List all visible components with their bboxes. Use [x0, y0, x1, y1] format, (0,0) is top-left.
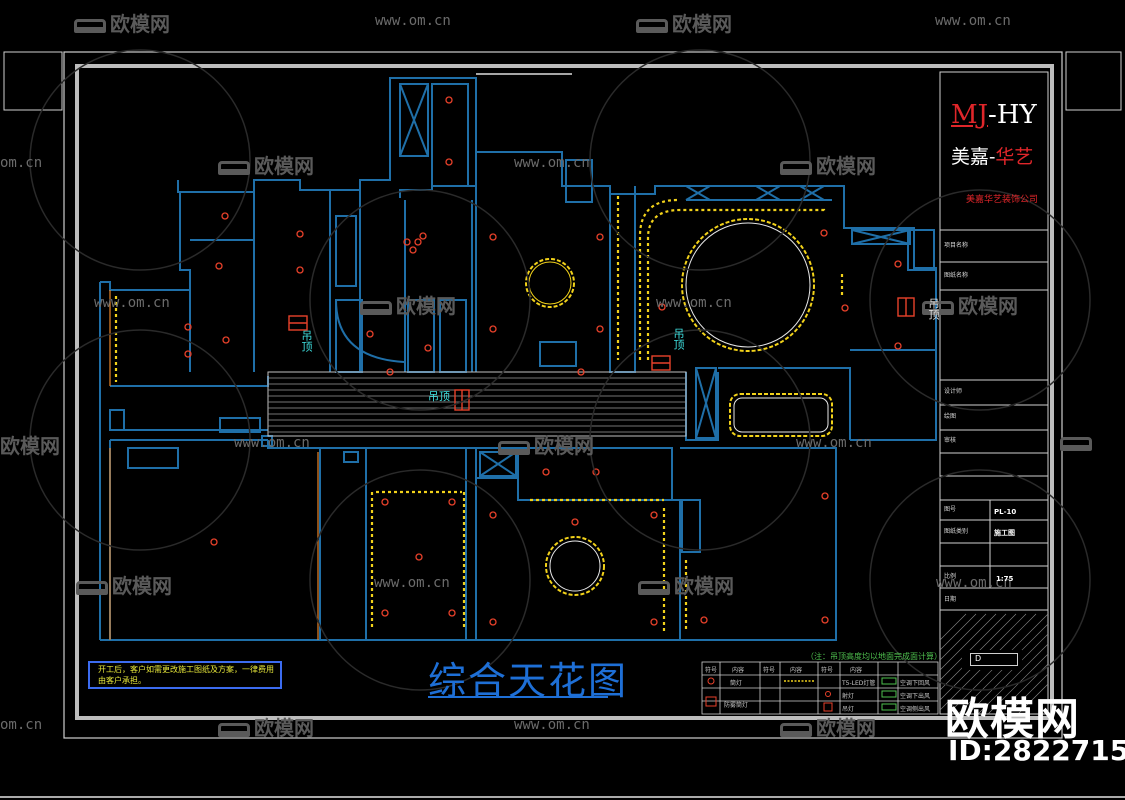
brand-badge-id: ID:2822715	[948, 734, 1125, 767]
legend-grid	[701, 661, 939, 715]
sofa-icon	[360, 300, 392, 315]
legend-item: T5-LED灯管	[842, 680, 876, 687]
legend-item: 空调下出风	[900, 693, 931, 700]
sheet-code: D	[970, 653, 1018, 666]
side-box-right	[1065, 51, 1122, 111]
legend-item: 空调下回风	[900, 680, 931, 687]
drawing-category: 施工图	[994, 529, 1015, 537]
chandelier-symbols	[288, 297, 915, 411]
led-strips	[114, 196, 844, 632]
side-box-left	[3, 51, 63, 111]
watermark-logo	[1060, 430, 1096, 454]
watermark-url: www.om.cn	[514, 717, 590, 733]
watermark-url: www.om.cn	[234, 435, 310, 451]
watermark-url: www.om.cn	[375, 13, 451, 29]
legend-symbols	[705, 677, 897, 712]
watermark-url: www.om.cn	[94, 295, 170, 311]
title-block-label: 审核	[944, 437, 957, 444]
legend-header: 内容	[850, 667, 863, 674]
drawing-scale: 1:75	[996, 575, 1014, 583]
watermark-logo: 欧模网	[636, 8, 732, 37]
sofa-icon	[1060, 436, 1092, 451]
room-tag: 吊顶	[672, 328, 685, 350]
title-block-label: 设计师	[944, 388, 963, 395]
watermark-logo: 欧模网	[638, 570, 734, 599]
watermark-logo: 欧模网	[922, 290, 1018, 319]
legend-header: 内容	[790, 667, 803, 674]
drawing-title: 综合天花图	[428, 659, 629, 703]
sheet-border	[75, 64, 1054, 720]
title-block-label: 图纸名称	[944, 272, 969, 279]
legend-item: 空调侧出风	[900, 706, 931, 713]
construction-note: 开工后，客户如需更改施工图纸及方案，一律费用由客户承担。	[88, 661, 282, 689]
sofa-icon	[638, 580, 670, 595]
title-block-label: 图号	[944, 506, 957, 513]
sofa-icon	[498, 440, 530, 455]
watermark-url: www.om.cn	[796, 435, 872, 451]
sofa-icon	[922, 300, 954, 315]
watermark-url: www.om.cn	[514, 155, 590, 171]
legend-header: 符号	[705, 667, 718, 674]
sofa-icon	[780, 722, 812, 737]
title-block-label: 绘图	[944, 413, 957, 420]
sofa-icon	[218, 160, 250, 175]
watermark-url: www.om.cn	[935, 13, 1011, 29]
legend-header: 符号	[763, 667, 776, 674]
watermark-logo: 欧模网	[76, 570, 172, 599]
sheet-frame	[63, 51, 1063, 739]
sofa-icon	[76, 580, 108, 595]
legend-header: 符号	[821, 667, 834, 674]
title-block-frame	[939, 71, 1049, 715]
drawing-number: PL-10	[994, 508, 1017, 516]
legend-item: 吊灯	[842, 706, 855, 713]
watermark-logo: 欧模网	[360, 290, 456, 319]
title-block-label: 图纸类别	[944, 528, 969, 535]
watermark-logo: 欧模网	[0, 434, 60, 458]
legend-note: （注：吊顶高度均以地面完成面计算）	[806, 652, 942, 661]
sofa-icon	[636, 18, 668, 33]
watermark-logo: 欧模网	[74, 8, 170, 37]
brand-badge-name: 欧模网	[945, 694, 1080, 745]
legend-item: 防雾筒灯	[724, 702, 749, 709]
watermark-url: www.om.cn	[656, 295, 732, 311]
watermark-logo: 欧模网	[498, 430, 594, 459]
title-underline	[428, 696, 608, 698]
sofa-icon	[74, 18, 106, 33]
watermark-logo: 欧模网	[780, 712, 876, 741]
watermark-url: www.om.cn	[936, 575, 1012, 591]
watermark-url: om.cn	[0, 155, 43, 171]
title-block-label: 比例	[944, 573, 957, 580]
room-tag: 吊顶	[927, 298, 940, 320]
watermark-url: om.cn	[0, 717, 43, 733]
legend-item: 筒灯	[730, 680, 743, 687]
title-block-label: 日期	[944, 596, 957, 603]
company-logo-cn: 美嘉-华艺	[951, 146, 1034, 168]
room-tag: 吊顶	[428, 390, 450, 403]
watermark-logo: 欧模网	[218, 150, 314, 179]
watermark-logo: 欧模网	[218, 712, 314, 741]
legend-header: 内容	[732, 667, 745, 674]
company-logo: MJ-HY	[951, 100, 1037, 130]
corridor-ceiling	[267, 371, 687, 437]
sofa-icon	[218, 722, 250, 737]
watermark-url: www.om.cn	[374, 575, 450, 591]
title-block-label: 项目名称	[944, 242, 969, 249]
legend-item: 射灯	[842, 693, 855, 700]
room-tag: 吊顶	[300, 330, 313, 352]
watermark-logo: 欧模网	[780, 150, 876, 179]
sofa-icon	[780, 160, 812, 175]
company-name: 美嘉华艺装饰公司	[966, 195, 1039, 205]
